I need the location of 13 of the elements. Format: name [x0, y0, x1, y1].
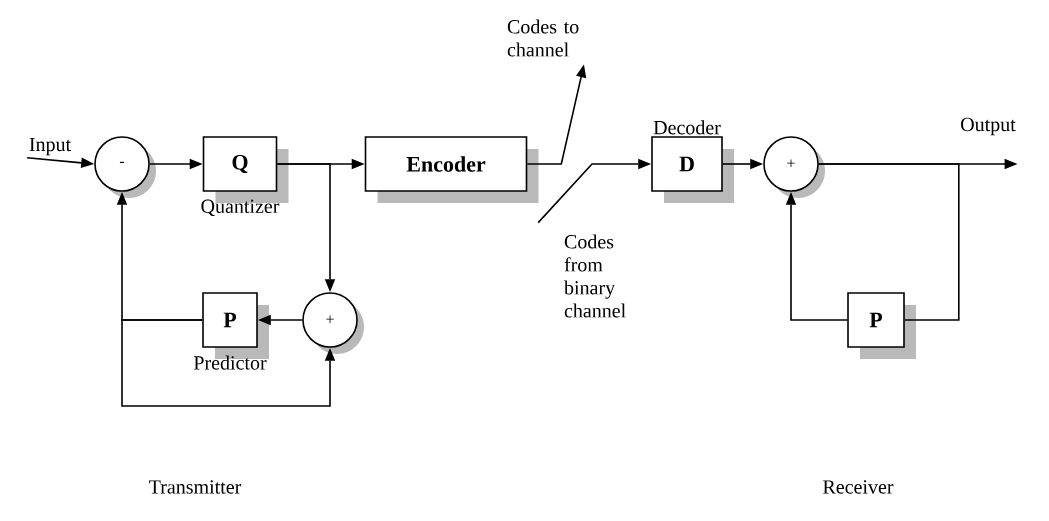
section-label: Transmitter [149, 480, 242, 494]
summing-junction: - [94, 136, 156, 198]
summing-junction: + [302, 292, 364, 354]
signal-label: Input [29, 137, 71, 156]
block-box: D [651, 136, 734, 203]
block-box: Encoder [364, 136, 539, 203]
section-label: Receiver [823, 480, 894, 494]
block-box: P [847, 292, 916, 359]
summing-junction: + [763, 136, 825, 198]
block-caption: Decoder [653, 120, 721, 135]
signal-label: Output [961, 117, 1016, 136]
signal-label: Codes from binary channel [564, 234, 626, 318]
signal-label: Codes to channel [507, 19, 579, 57]
